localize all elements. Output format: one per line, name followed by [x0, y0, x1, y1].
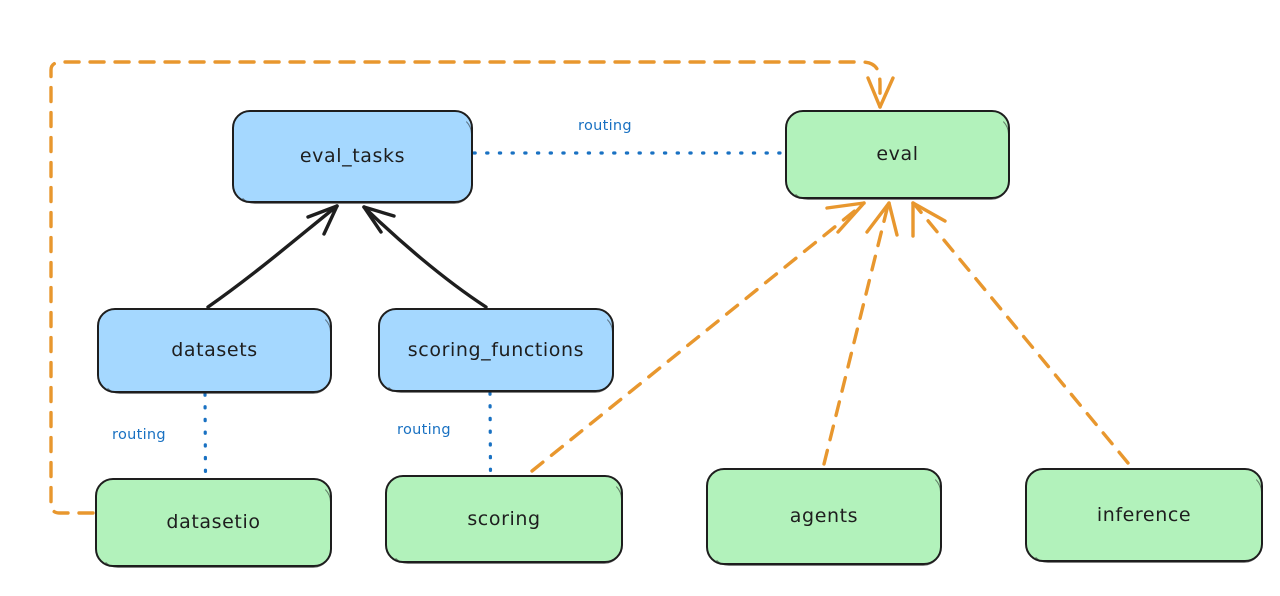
node-eval[interactable]: eval — [785, 110, 1010, 200]
node-label: scoring_functions — [407, 338, 585, 361]
node-label: datasets — [171, 339, 258, 361]
node-datasetio[interactable]: datasetio — [95, 478, 332, 568]
node-label: eval_tasks — [299, 145, 406, 167]
node-scoring[interactable]: scoring — [385, 475, 623, 564]
edge-label-routing-eval_tasks-eval: routing — [578, 118, 632, 134]
edge-scoring_functions-to-eval_tasks — [362, 205, 488, 309]
edge-agents-to-eval — [822, 201, 899, 466]
edge-label-routing-scoring_functions-scoring: routing — [397, 422, 451, 438]
edge-inference-to-eval — [911, 201, 1130, 465]
node-label: scoring — [467, 507, 541, 530]
edge-datasets-to-datasetio — [203, 392, 208, 479]
node-inference[interactable]: inference — [1025, 468, 1263, 563]
node-datasets[interactable]: datasets — [97, 308, 332, 394]
node-label: eval — [876, 143, 919, 165]
node-agents[interactable]: agents — [706, 468, 942, 566]
edge-datasets-to-eval_tasks — [206, 204, 339, 309]
node-label: inference — [1096, 503, 1192, 526]
node-eval_tasks[interactable]: eval_tasks — [232, 110, 473, 204]
edge-scoring_functions-to-scoring — [488, 391, 493, 476]
node-label: datasetio — [166, 511, 261, 533]
node-scoring_functions[interactable]: scoring_functions — [378, 308, 614, 393]
node-label: agents — [789, 505, 859, 527]
edge-label-routing-datasets-datasetio: routing — [112, 427, 166, 443]
